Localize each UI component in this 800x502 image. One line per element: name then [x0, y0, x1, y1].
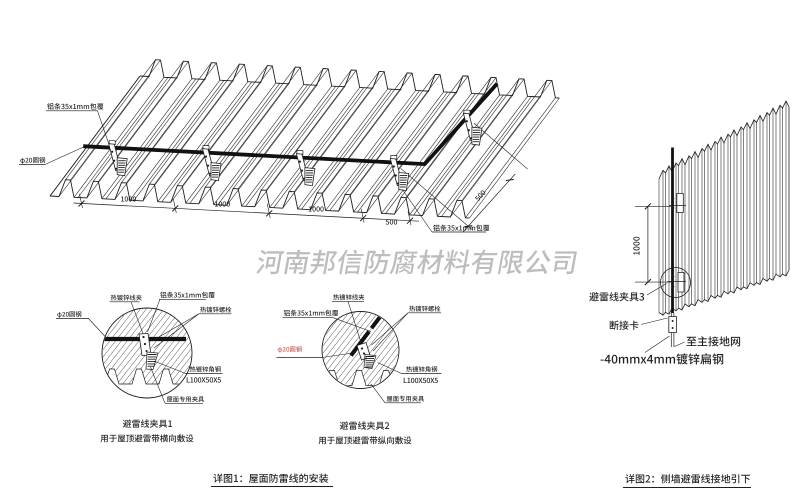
detail-circle-2: [276, 300, 442, 404]
roof-dim-1000-a: 1000: [120, 194, 136, 204]
detail2-title: 避雷线夹具2: [339, 419, 389, 432]
text-labels: 河南邦信防腐材料有限公司铝条35x1mm包覆φ20圆钢铝条35x1mm包覆100…: [20, 102, 751, 486]
detail1-leader-lines: [56, 298, 232, 404]
detail1-label-angle-spec: L100X50X5: [186, 376, 221, 386]
roof-label-aluminium-strip-bottom: 铝条35x1mm包覆: [433, 224, 490, 234]
detail1-label-aluminium-strip: 铝条35x1mm包覆: [160, 290, 215, 300]
wall-label-to-ground-grid: 至主接地网: [686, 334, 741, 350]
roof-dimension-lines: [73, 122, 528, 233]
detail1-label-roof-clamp: 屋面专用夹具: [167, 395, 205, 404]
detail2-label-angle-steel: 热镀锌角钢: [406, 365, 437, 374]
wall-dim-1000: 1000: [631, 236, 643, 255]
caption-underlines: [211, 485, 751, 489]
detail1-label-angle-steel: 热镀锌角钢: [190, 365, 221, 374]
detail2-label-bolt: 热镀锌螺栓: [409, 304, 441, 313]
roof-dim-1000-b: 1000: [214, 199, 230, 209]
roof-isometric-view: [19, 59, 560, 233]
detail2-label-aluminium-strip: 铝条35x1mm包覆: [284, 308, 339, 318]
detail1-label-bolt: 热镀锌螺栓: [200, 305, 232, 314]
roof-dim-1000-c: 1000: [308, 204, 324, 214]
detail2-label-roof-clamp: 屋面专用夹具: [387, 394, 425, 403]
detail1-subtitle: 用于屋顶避雷带横向敷设: [100, 433, 194, 445]
detail1-title: 避雷线夹具1: [122, 417, 172, 430]
roof-leader-lines: [19, 110, 486, 233]
detail1-label-wire-clamp: 热镀锌线夹: [111, 293, 143, 302]
roof-rib-lines: [49, 59, 560, 219]
detail2-label-wire-clamp: 热镀锌线夹: [333, 293, 365, 302]
roof-wire-clamps: [108, 109, 483, 191]
wall-label-disconnect-link: 断接卡: [609, 317, 639, 332]
roof-label-round-steel: φ20圆钢: [20, 155, 46, 165]
caption-detail2: 详图2：侧墙避雷线接地引下: [625, 471, 751, 486]
caption-detail1: 详图1：屋面防雷线的安装: [213, 470, 329, 485]
wall-elevation-view: [635, 100, 790, 353]
detail2-leader-lines: [276, 300, 442, 404]
lightning-wire: [83, 82, 499, 167]
detail1-label-round-steel: φ20圆钢: [57, 310, 82, 319]
detail2-subtitle: 用于屋顶避雷带纵向敷设: [318, 435, 412, 447]
wall-label-flat-steel: -40mmx4mm镀锌扁钢: [600, 351, 724, 368]
watermark-company-name: 河南邦信防腐材料有限公司: [254, 241, 582, 280]
detail2-label-angle-spec: L100X50X5: [403, 376, 438, 386]
detail-circle-1: [56, 298, 232, 404]
roof-dim-500-bottom: 500: [386, 217, 398, 227]
roof-label-aluminium-strip-top: 铝条35x1mm包覆: [47, 102, 104, 112]
wall-label-clamp3: 避雷线夹具3: [589, 289, 645, 304]
detail2-label-round-steel: φ20圆钢: [278, 345, 303, 354]
